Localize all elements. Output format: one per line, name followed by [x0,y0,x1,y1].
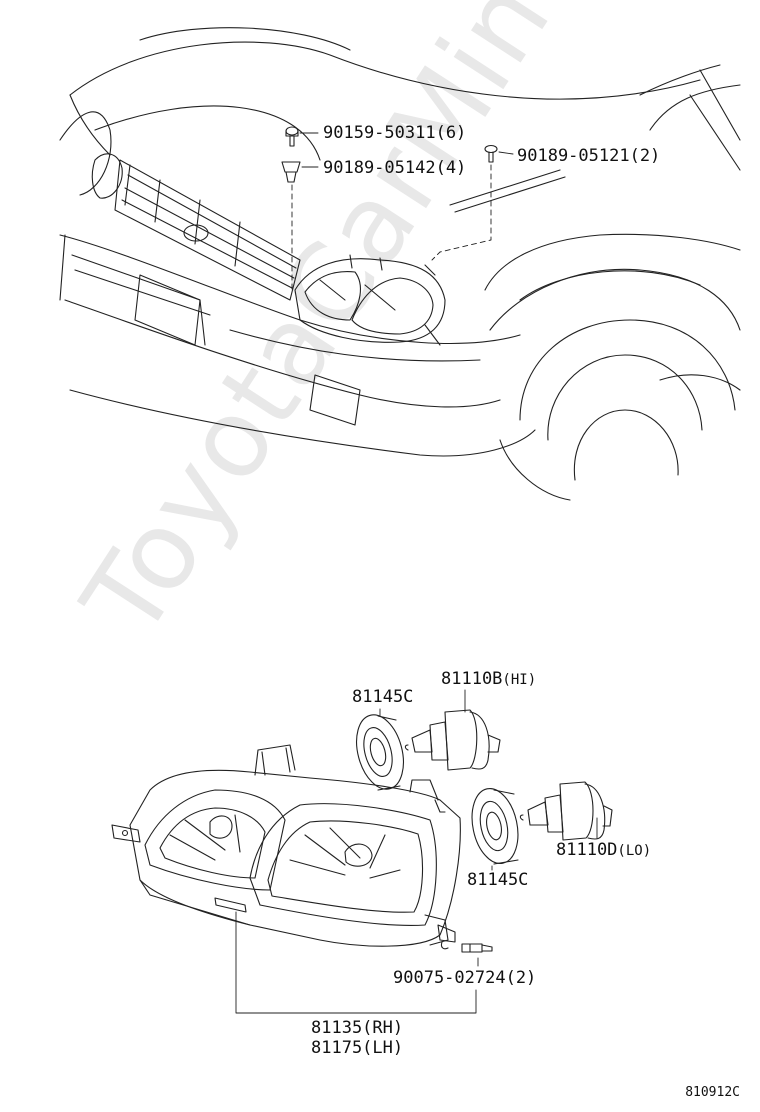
part-code-81110b: 81110B [441,669,503,689]
gasket-81145c-lower-icon [466,784,525,867]
gasket-81145c-upper-icon [349,710,411,795]
part-code-81110d: 81110D [556,840,618,860]
part-label-81145c-lower: 81145C [467,870,529,890]
part-label-81135-rh: 81135(RH) [311,1018,404,1038]
part-label-81145c-upper: 81145C [352,687,414,707]
bulb-81110b-hi-icon [405,710,500,770]
part-suffix-lo: (LO) [617,843,652,859]
part-label-90189-05142: 90189-05142(4) [323,158,467,178]
bolt-90075-icon [462,944,492,952]
part-label-81110b: 81110B(HI) [441,670,536,689]
car-front-illustration [60,28,740,500]
part-suffix-hi: (HI) [502,672,537,688]
part-label-81175-lh: 81175(LH) [311,1038,404,1058]
part-label-90075-02724: 90075-02724(2) [393,968,537,988]
leader-lines-top [292,133,513,290]
part-label-90189-05121: 90189-05121(2) [517,146,661,166]
part-label-90159-50311: 90159-50311(6) [323,123,467,143]
nut-90189-05142-icon [282,162,300,182]
headlamp-assembly-illustration [112,745,460,949]
screw-90189-05121-icon [485,146,497,163]
diagram-reference-code: 810912C [685,1085,740,1100]
bulb-81110d-lo-icon [520,782,612,840]
leader-lines-bottom [236,690,597,1013]
part-label-81110d: 81110D(LO) [556,841,651,860]
screw-90159-icon [286,127,298,146]
